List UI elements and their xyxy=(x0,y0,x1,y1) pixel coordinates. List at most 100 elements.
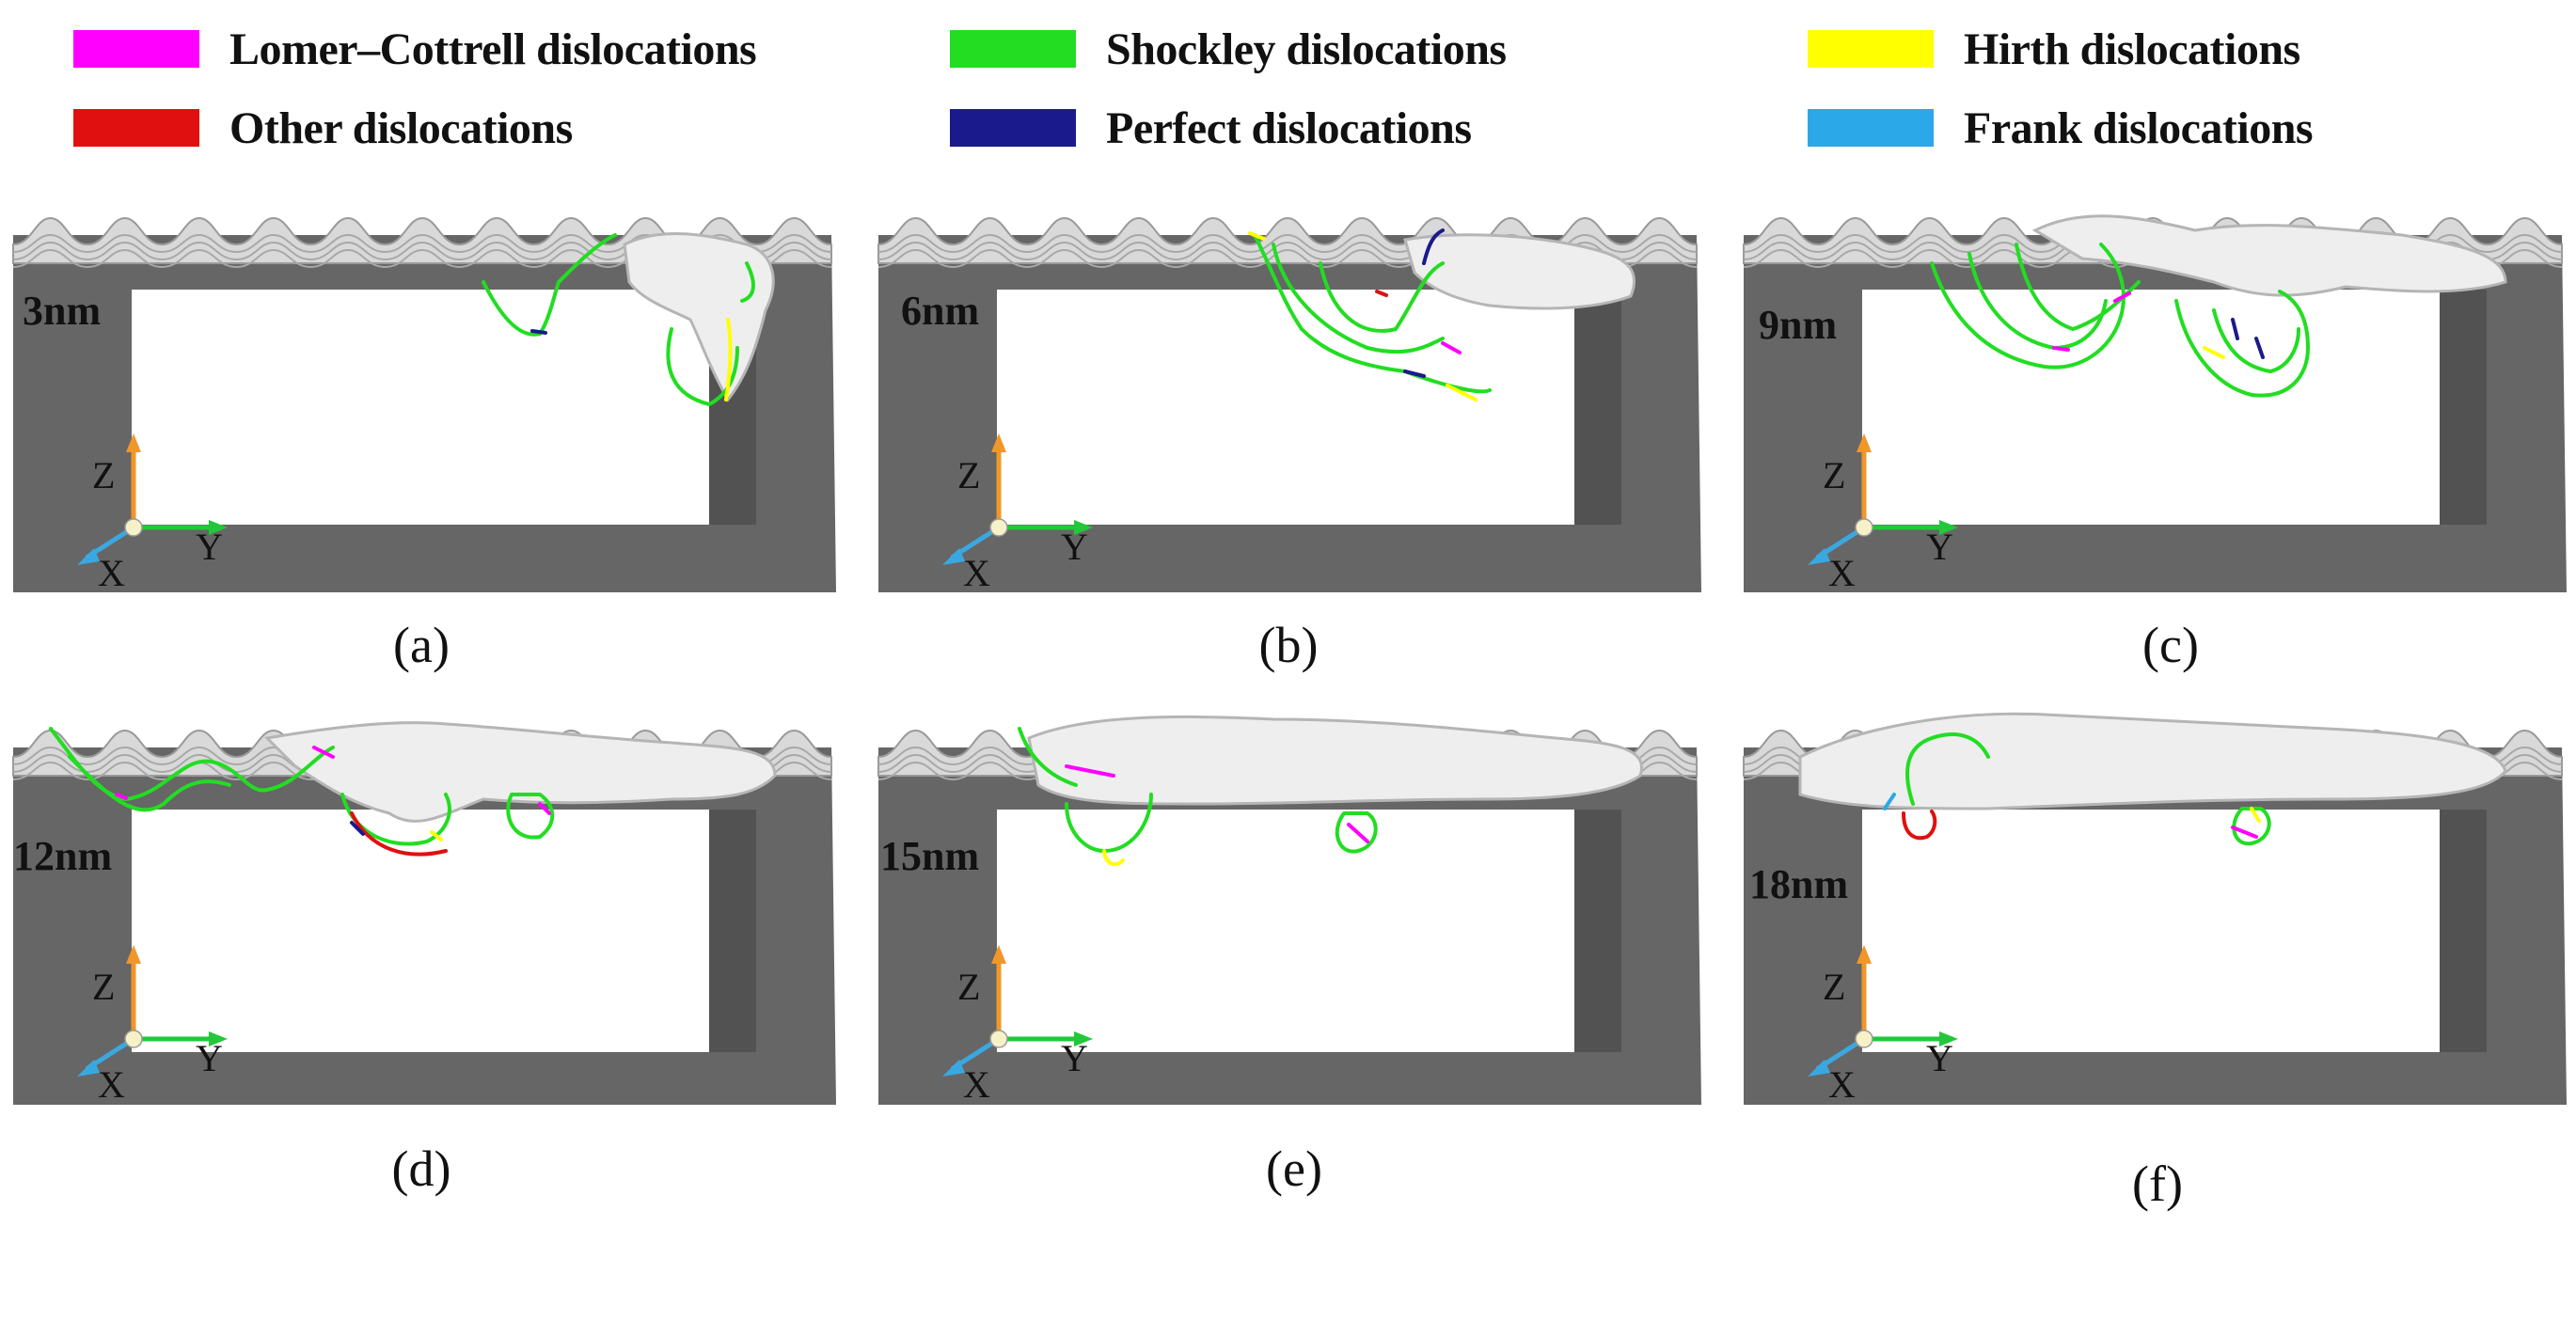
perfect-segment xyxy=(1422,228,1445,265)
legend-item-hirth: Hirth dislocations xyxy=(1808,21,2300,77)
panel-a-depth-label: 3nm xyxy=(23,288,102,334)
legend-item-lomer-cottrell: Lomer–Cottrell dislocations xyxy=(73,21,757,77)
perfect-segment xyxy=(2254,337,2265,359)
y-axis-arrowhead xyxy=(1074,1031,1093,1046)
pile-up-surface xyxy=(1027,715,1643,806)
axis-origin xyxy=(1855,1030,1873,1048)
panel-f-caption: (f) xyxy=(2132,1156,2183,1212)
x-axis-label: X xyxy=(98,552,125,594)
x-axis-arrowhead xyxy=(942,548,965,565)
panel-a-caption: (a) xyxy=(393,617,450,673)
x-axis-arrowhead xyxy=(1808,1060,1830,1077)
panel-c-caption: (c) xyxy=(2142,617,2199,673)
hirth-segment xyxy=(724,318,733,401)
legend-label-shockley: Shockley dislocations xyxy=(1106,24,1507,74)
y-axis-arrowhead xyxy=(1074,520,1093,535)
z-axis-label: Z xyxy=(1823,454,1845,496)
legend-item-other: Other dislocations xyxy=(73,100,573,156)
z-axis-label: Z xyxy=(1823,966,1845,1008)
panel-c: Z Y X 9nm xyxy=(1743,207,2576,809)
shockley-loop xyxy=(1335,811,1378,854)
axis-origin xyxy=(1855,518,1873,537)
axis-origin xyxy=(124,518,143,537)
shockley-loop xyxy=(68,755,231,812)
lomer-cottrell-segment xyxy=(1347,823,1369,843)
y-axis-label: Y xyxy=(196,526,223,568)
lomer-cottrell-segment xyxy=(2052,346,2070,352)
lomer-cottrell-segment xyxy=(1441,341,1462,354)
hirth-segment xyxy=(1248,231,1266,241)
z-axis-arrowhead xyxy=(126,433,141,452)
panel-d-render: ZYX xyxy=(12,721,836,1106)
hirth-segment xyxy=(1446,384,1478,401)
lomer-cottrell-segment xyxy=(2113,291,2131,303)
legend-item-perfect: Perfect dislocations xyxy=(950,100,1472,156)
z-axis-arrowhead xyxy=(126,945,141,964)
y-axis-label: Y xyxy=(1926,526,1953,568)
panel-d-depth-label: 12nm xyxy=(13,833,113,879)
panel-f-render: Z Y X xyxy=(1743,712,2567,1106)
substrate-shadow xyxy=(709,810,756,1052)
x-axis-arrowhead xyxy=(77,1060,100,1077)
z-axis-arrowhead xyxy=(1857,945,1872,964)
legend-swatch-other xyxy=(73,109,199,147)
legend-swatch-hirth xyxy=(1808,30,1934,68)
x-axis-label: X xyxy=(1828,552,1856,594)
x-axis-label: X xyxy=(963,552,990,594)
legend-label-other: Other dislocations xyxy=(229,102,573,153)
substrate-shadow xyxy=(2440,290,2487,525)
panel-b-render: ZYX xyxy=(877,216,1701,594)
shockley-loop xyxy=(2232,807,2271,846)
shockley-loop xyxy=(1272,243,1445,354)
axis-origin xyxy=(989,518,1008,537)
z-axis-arrowhead xyxy=(991,945,1006,964)
perfect-segment xyxy=(1403,370,1426,378)
lomer-cottrell-segment xyxy=(2231,826,2258,839)
perfect-segment xyxy=(350,821,365,836)
other-loop xyxy=(1902,810,1937,841)
substrate-shadow xyxy=(1574,810,1621,1052)
substrate-shadow xyxy=(2440,810,2487,1052)
legend-label-hirth: Hirth dislocations xyxy=(1964,24,2300,74)
shockley-loop xyxy=(740,261,755,303)
shockley-loop xyxy=(482,233,617,337)
panel-c-render: Z Y X xyxy=(1743,214,2567,594)
shockley-loop xyxy=(1319,261,1445,333)
y-axis-arrowhead xyxy=(1939,520,1958,535)
x-axis-arrowhead xyxy=(1808,548,1830,565)
panel-e-caption: (e) xyxy=(1266,1140,1322,1197)
perfect-segment xyxy=(2231,318,2239,340)
panel-c-depth-label: 9nm xyxy=(1759,302,1838,348)
x-axis-label: X xyxy=(1828,1063,1856,1106)
hirth-segment xyxy=(2250,807,2261,823)
z-axis-arrowhead xyxy=(991,433,1006,452)
other-loop xyxy=(350,811,448,857)
y-axis-arrowhead xyxy=(209,1031,228,1046)
shockley-loop xyxy=(1905,732,1990,806)
other-segment xyxy=(1375,290,1388,297)
y-axis-label: Y xyxy=(196,1037,223,1079)
shockley-loop xyxy=(2174,290,2310,398)
panel-a-render: ZYX xyxy=(12,216,836,594)
y-axis-label: Y xyxy=(1926,1037,1953,1079)
x-axis-arrowhead xyxy=(77,548,100,565)
legend-swatch-perfect xyxy=(950,109,1076,147)
hirth-segment xyxy=(2203,346,2225,359)
legend-item-shockley: Shockley dislocations xyxy=(950,21,1507,77)
hirth-segment xyxy=(1102,849,1125,867)
axis-origin xyxy=(124,1030,143,1048)
perfect-segment xyxy=(530,329,547,335)
panel-e-render: ZYX xyxy=(877,715,1701,1106)
shockley-loop xyxy=(1968,252,2108,350)
lomer-cottrell-segment xyxy=(1065,764,1115,778)
shockley-loop xyxy=(1018,727,1078,787)
frank-segment xyxy=(1883,793,1896,810)
hirth-segment xyxy=(430,830,443,841)
x-axis-label: X xyxy=(98,1063,125,1106)
legend-swatch-frank xyxy=(1808,109,1934,147)
substrate-shadow xyxy=(1574,290,1621,525)
